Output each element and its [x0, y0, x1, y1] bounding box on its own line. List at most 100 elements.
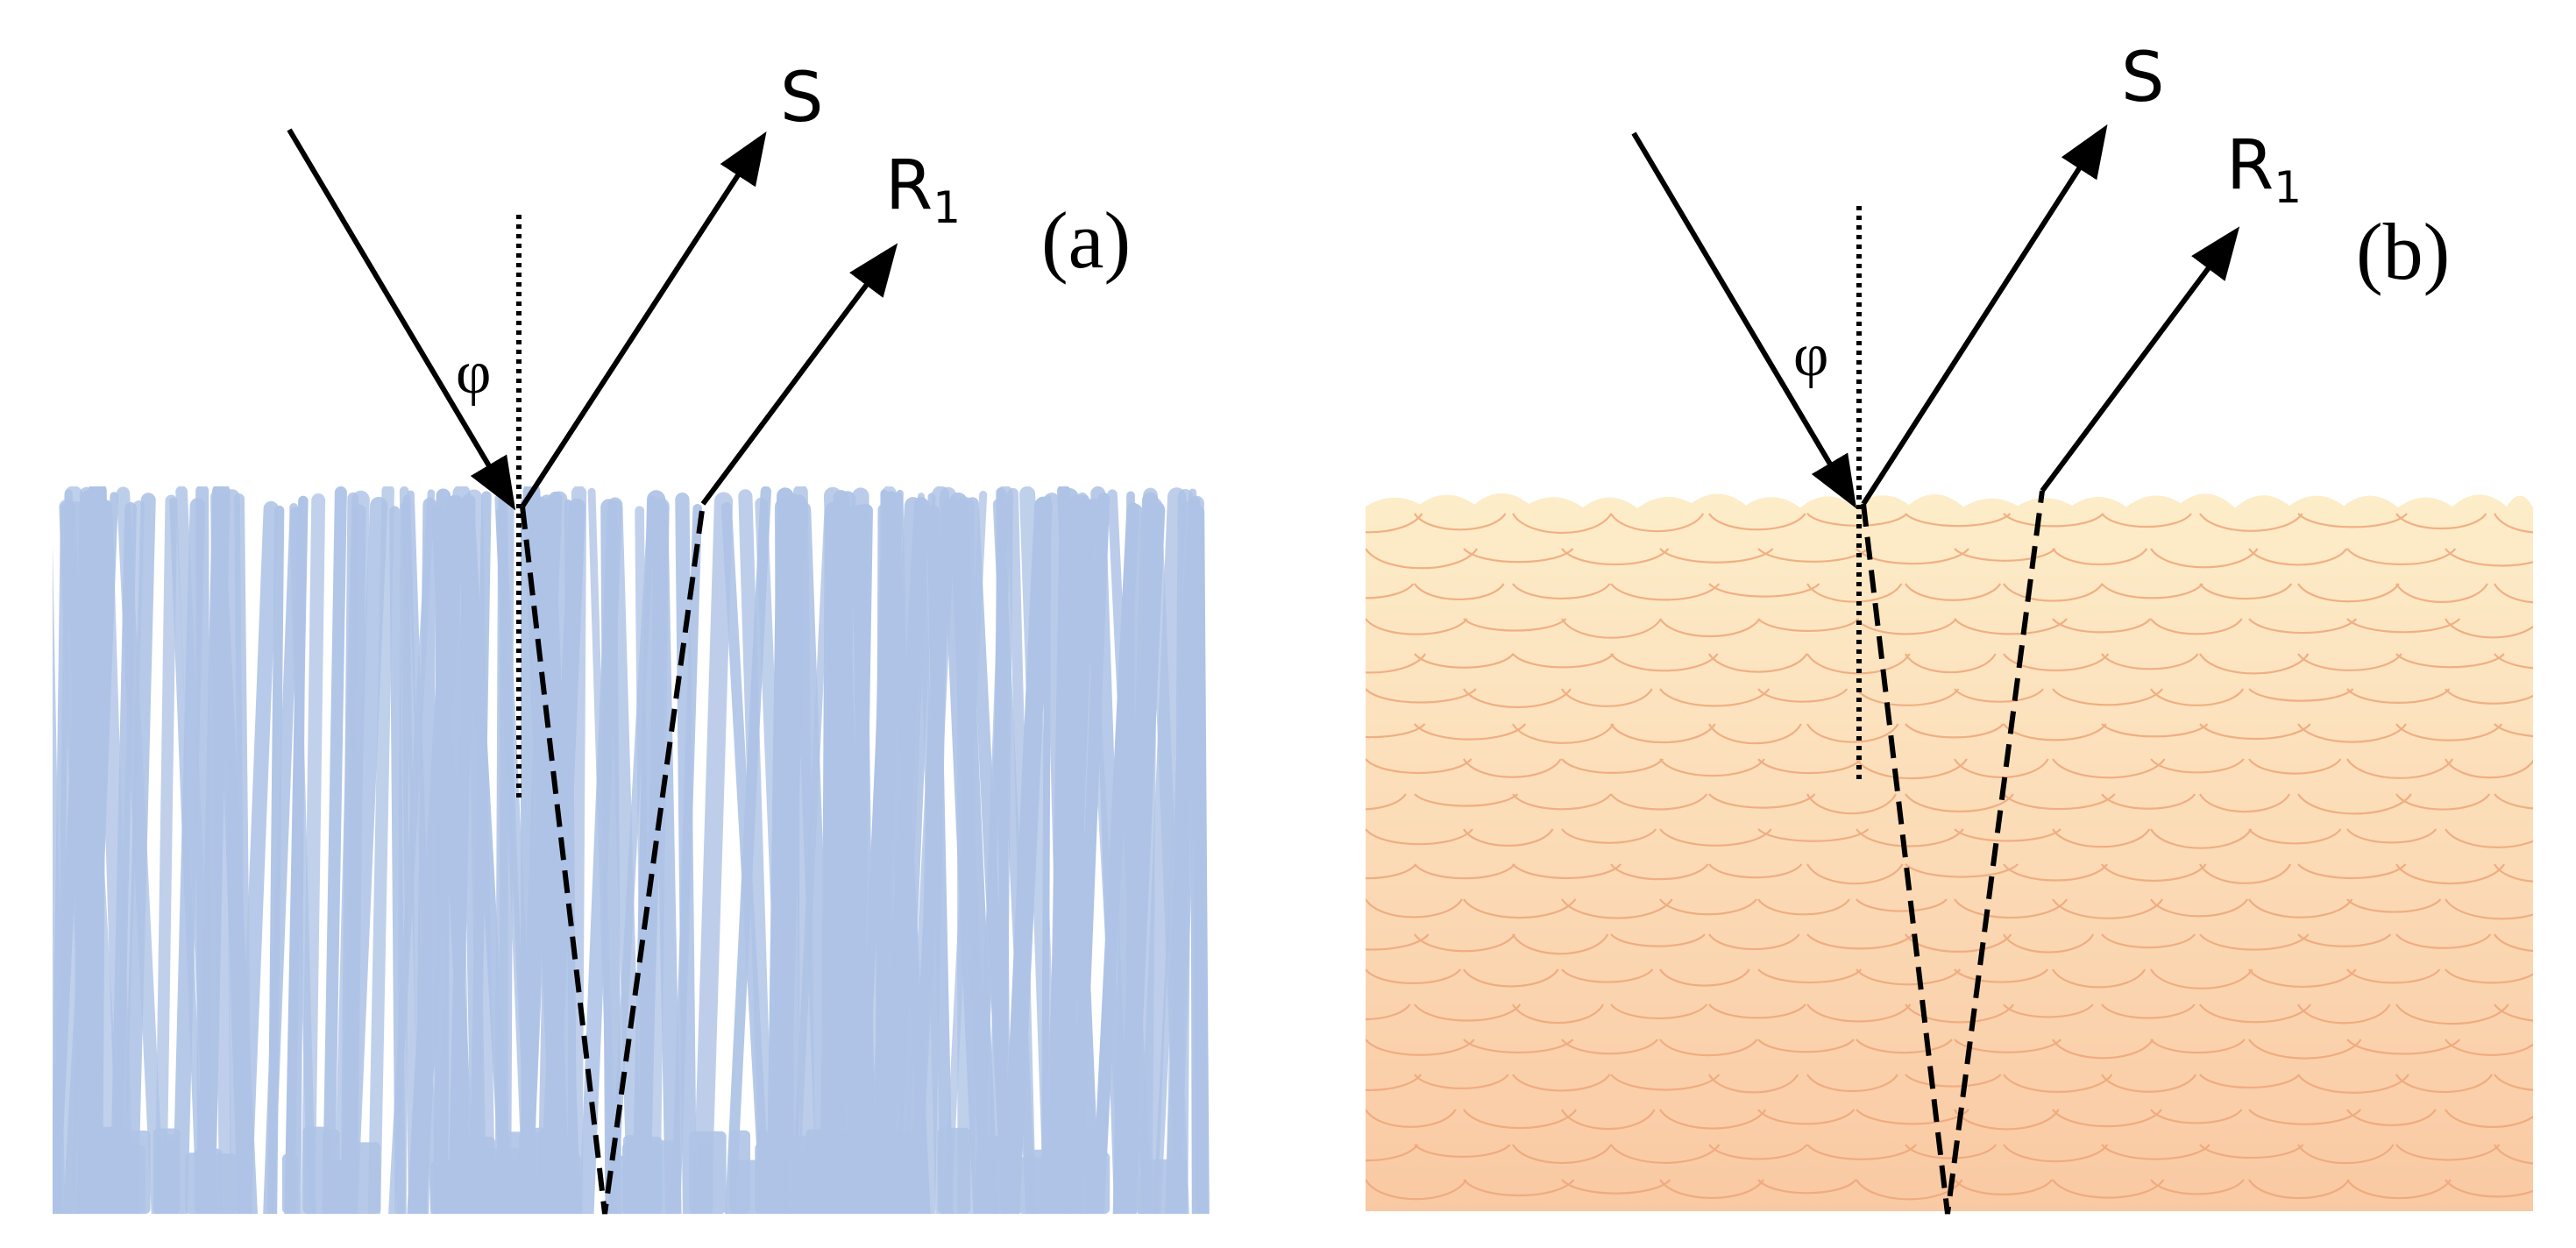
skin-scale: [2052, 1179, 2165, 1199]
fiber-strand: [884, 498, 930, 1214]
fiber-strand: [84, 486, 107, 1214]
skin-scale: [2200, 1215, 2310, 1234]
skin-scale: [1366, 1003, 1411, 1021]
fiber-strand: [517, 498, 557, 1214]
fiber-root: [1077, 1152, 1111, 1214]
skin-scale: [1366, 1179, 1467, 1201]
fiber-strand: [343, 504, 366, 1214]
refracted-label-b: R1: [2226, 126, 2302, 213]
fiber-strand: [469, 491, 492, 1214]
skin-scale: [2150, 828, 2253, 849]
skin-scale: [2003, 1074, 2113, 1093]
refracted-label-a-main: R: [885, 146, 933, 225]
skin-scale: [2052, 1039, 2154, 1060]
skin-scale: [2003, 513, 2104, 528]
fiber-root: [730, 1159, 763, 1214]
skin-scale: [2052, 968, 2147, 989]
skin-scale: [2297, 1144, 2395, 1165]
fiber-root: [1123, 1129, 1139, 1214]
emerging-ray-a: [700, 243, 898, 506]
fiber-root: [153, 1128, 181, 1214]
incident-ray-a: [287, 128, 516, 511]
fiber-strand: [263, 507, 302, 1214]
skin-scale: [2346, 898, 2442, 913]
skin-scale: [2101, 863, 2207, 882]
angle-label-b: φ: [1793, 322, 1828, 389]
skin-scale: [2297, 583, 2400, 603]
skin-scale: [1954, 618, 2068, 635]
skin-scale: [2544, 829, 2576, 848]
skin-scale: [1414, 863, 1515, 880]
skin-scale: [2346, 1109, 2437, 1127]
skin-scale: [2297, 933, 2392, 947]
skin-scale: [2248, 688, 2354, 702]
skin-scale: [1561, 548, 1670, 566]
fiber-root: [281, 1153, 299, 1214]
fiber-root: [456, 1136, 495, 1214]
skin-scale: [1463, 758, 1562, 778]
fiber-strand: [1148, 498, 1189, 1214]
skin-scale: [1610, 1003, 1708, 1020]
fiber-strand: [116, 486, 165, 1214]
skin-scale: [1561, 618, 1662, 639]
skin-scale: [2248, 1039, 2362, 1060]
fiber-strand: [1189, 497, 1203, 1214]
skin-scale: [1513, 1215, 1605, 1232]
fiber-root: [689, 1131, 727, 1214]
skin-scale: [2248, 618, 2358, 635]
skin-scale: [2346, 688, 2451, 704]
fiber-root: [937, 1127, 971, 1214]
skin-scale: [2494, 653, 2533, 670]
skin-scale: [1512, 513, 1613, 534]
skin-scale: [1512, 1144, 1613, 1165]
skin-scale: [1463, 688, 1572, 708]
skin-scale: [1463, 828, 1554, 847]
skin-scale: [2445, 828, 2533, 848]
skin-scale: [1856, 1179, 1963, 1201]
skin-scale: [1708, 793, 1816, 809]
skin-scale: [2395, 933, 2492, 949]
skin-scale: [2297, 653, 2402, 671]
skin-scale: [2199, 1003, 2311, 1024]
skin-scale: [1708, 933, 1800, 951]
fiber-root: [302, 1126, 331, 1214]
skin-scale: [1806, 863, 1904, 885]
skin-scale: [1561, 758, 1664, 774]
fiber-strand: [791, 500, 836, 1214]
skin-scale: [1757, 618, 1860, 633]
skin-scale: [1463, 618, 1567, 632]
skin-scale: [2052, 758, 2166, 779]
skin-scale: [2102, 1215, 2203, 1231]
skin-scale: [1659, 758, 1765, 777]
fiber-root: [629, 1136, 663, 1214]
skin-scale: [2297, 1003, 2391, 1025]
scale-pattern: [1316, 513, 2576, 1234]
skin-scale: [2298, 1215, 2396, 1227]
skin-scale: [2297, 513, 2408, 528]
skin-scale: [1659, 1039, 1758, 1057]
fiber-strand: [908, 507, 954, 1214]
skin-scale: [1806, 653, 1911, 675]
skin-scale: [2248, 548, 2348, 566]
skin-scale: [1757, 1039, 1855, 1053]
emerging-ray-b: [2040, 226, 2240, 493]
fiber-root: [198, 1153, 238, 1214]
skin-scale: [2544, 619, 2576, 638]
skin-scale: [1512, 723, 1614, 744]
fiber-strand: [112, 500, 145, 1214]
fiber-strand: [966, 497, 1015, 1214]
skin-scale: [1708, 863, 1803, 879]
skin-scale: [2199, 793, 2291, 813]
skin-scale: [2003, 1003, 2094, 1018]
skin-scale: [1512, 863, 1622, 880]
skin-scale: [1366, 618, 1468, 635]
skin-scale: [2395, 793, 2491, 811]
skin-scale: [1610, 863, 1709, 881]
skin-scale: [1366, 1109, 1457, 1128]
skin-scale: [1512, 653, 1614, 669]
fiber-strand: [876, 502, 897, 1214]
fiber-strand: [607, 500, 643, 1214]
panel-label-a: (a): [1041, 195, 1131, 285]
skin-scale: [2297, 1074, 2409, 1094]
skin-scale: [1316, 1215, 1421, 1228]
